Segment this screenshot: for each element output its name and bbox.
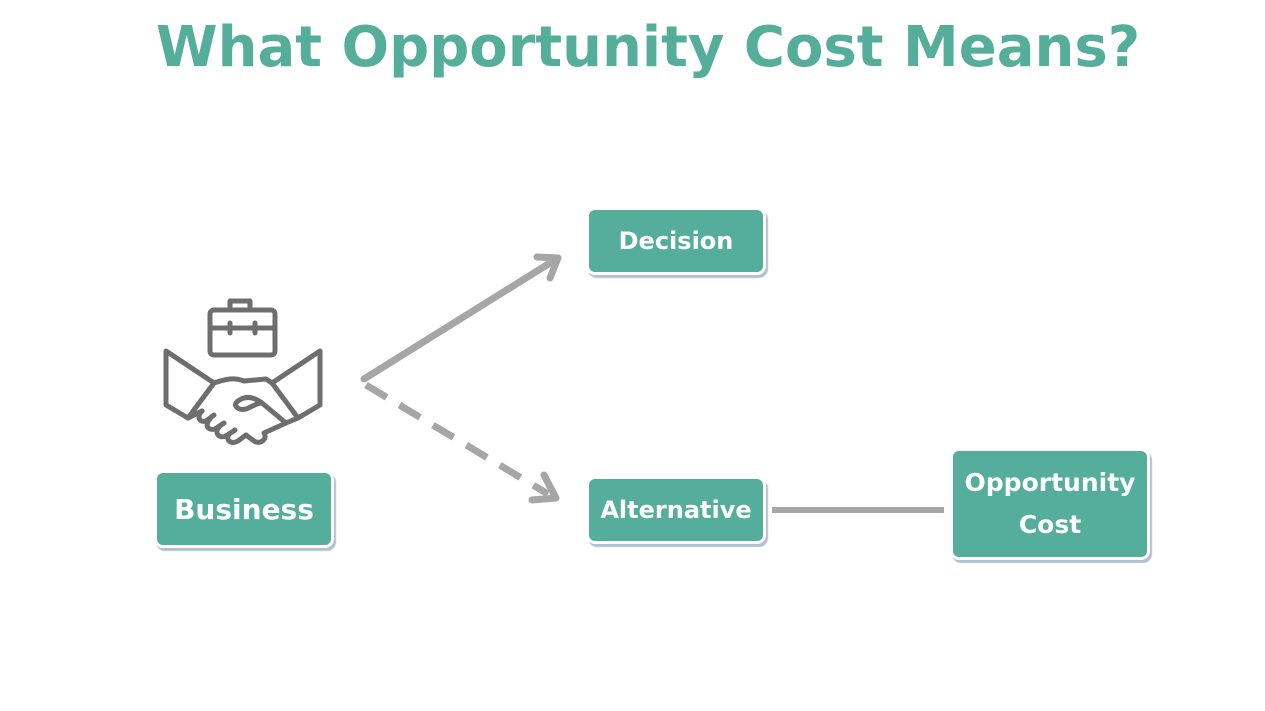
- handshake-briefcase-icon: [163, 298, 323, 445]
- business-node: Business: [154, 470, 334, 548]
- alternative-node: Alternative: [586, 476, 766, 544]
- arrow-to-decision: [360, 253, 562, 383]
- opportunity-cost-node: Opportunity Cost: [950, 448, 1150, 560]
- decision-node: Decision: [586, 207, 766, 275]
- page-title: What Opportunity Cost Means?: [155, 15, 1141, 80]
- arrow-to-alternative: [364, 381, 560, 504]
